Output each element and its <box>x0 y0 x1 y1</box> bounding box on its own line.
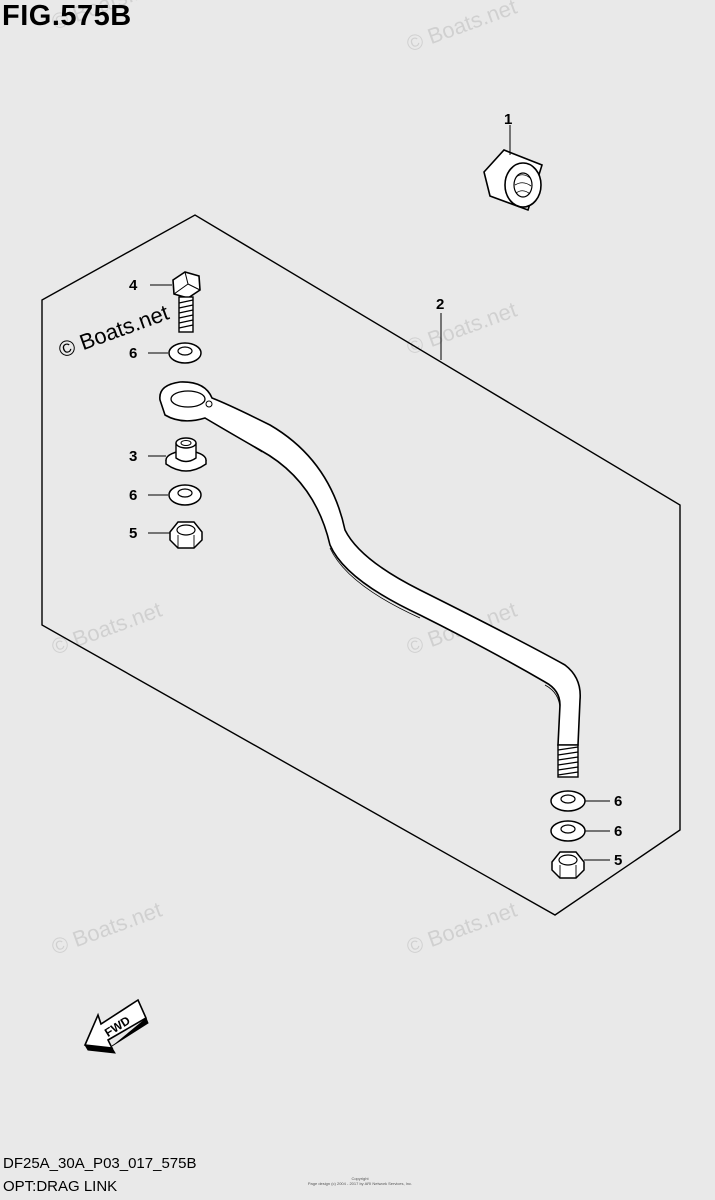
bolt-part-4 <box>172 271 201 333</box>
callout-number: 4 <box>129 277 138 294</box>
watermarks: © Boats.net © Boats.net © Boats.net © Bo… <box>48 0 520 960</box>
callout-number: 1 <box>504 111 512 128</box>
callout-number: 3 <box>129 448 137 465</box>
washer-part-6 <box>550 790 586 812</box>
watermark-text: © Boats.net <box>48 597 165 660</box>
copyright-line: Copyright <box>351 1176 369 1181</box>
callout-number: 6 <box>614 793 622 810</box>
washer-part-6 <box>168 484 202 506</box>
watermark-text: © Boats.net <box>48 897 165 960</box>
diagram-code: DF25A_30A_P03_017_575B <box>3 1155 197 1172</box>
copyright-notice: Copyright Page design (c) 2004 - 2017 by… <box>300 1176 420 1186</box>
assembly-outline <box>41 214 681 916</box>
nut-part-1 <box>483 149 543 212</box>
callout-number: 2 <box>436 296 444 313</box>
watermark-text: © Boats.net <box>403 0 520 57</box>
bushing-part-3 <box>165 437 207 472</box>
lock-nut-part-5 <box>169 521 203 549</box>
diagram-description: OPT:DRAG LINK <box>3 1178 118 1195</box>
copyright-line: Page design (c) 2004 - 2017 by ARI Netwo… <box>307 1181 413 1186</box>
callout-number: 6 <box>129 345 137 362</box>
figure-title: FIG.575B <box>2 0 132 32</box>
lock-nut-part-5 <box>551 851 585 879</box>
leader-lines <box>148 125 610 861</box>
callout-number: 6 <box>614 823 622 840</box>
callout-labels: 1 2 4 6 3 6 5 6 6 5 <box>129 111 622 869</box>
callout-number: 5 <box>129 525 137 542</box>
callout-number: 5 <box>614 852 622 869</box>
washer-part-6 <box>168 342 202 364</box>
fwd-arrow-icon: FWD <box>83 998 149 1054</box>
watermark-text: © Boats.net <box>403 897 520 960</box>
washer-part-6 <box>550 820 586 842</box>
watermark-text: © Boats.net <box>48 0 165 35</box>
drag-link-rod-part-2 <box>159 381 582 778</box>
callout-number: 6 <box>129 487 137 504</box>
